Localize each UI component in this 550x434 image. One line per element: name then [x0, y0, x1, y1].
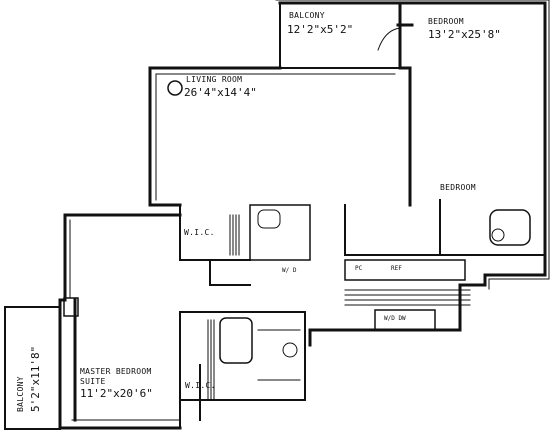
bedroom-right-name: BEDROOM [440, 183, 476, 192]
living-room-wall-inner [155, 73, 396, 201]
master-bath [179, 311, 306, 401]
master-bath-shelf [207, 319, 301, 401]
ref-label: REF [391, 265, 402, 272]
living-room-wall [148, 66, 282, 207]
exterior-wall-top [278, 1, 547, 347]
wic-lower-walls [179, 364, 226, 429]
balcony-left-name: BALCONY [16, 376, 25, 412]
bedroom-door [377, 27, 401, 51]
wd-lower-label: W/D DW [384, 315, 406, 322]
bedroom-name: BEDROOM [428, 17, 464, 26]
pc-label: PC [355, 265, 363, 272]
master-tub [219, 317, 253, 364]
vanity-upper [257, 209, 281, 229]
wd-upper-label: W/ D [282, 267, 297, 274]
master-dims: 11'2"x20'6" [80, 387, 153, 400]
kitchen-counter [344, 259, 466, 281]
master-name-line1: MASTER BEDROOM [80, 367, 152, 376]
living-room-dims: 26'4"x14'4" [184, 86, 257, 99]
master-toilet [282, 342, 298, 358]
wic-upper-shelving [229, 214, 240, 256]
bathroom-upper [249, 204, 311, 261]
bedroom-wall [396, 1, 414, 207]
column-icon [167, 80, 183, 96]
balcony-top-name: BALCONY [289, 11, 325, 20]
balcony-top-rail [279, 2, 401, 69]
bedroom-right-wall [344, 199, 546, 256]
wic-upper-walls [179, 204, 251, 286]
tub-upper-right [489, 209, 531, 246]
living-room-name: LIVING ROOM [186, 75, 243, 84]
kitchen-lines [344, 289, 471, 306]
balcony-left [4, 306, 61, 430]
bedroom-dims: 13'2"x25'8" [428, 28, 501, 41]
balcony-top-dims: 12'2"x5'2" [287, 23, 354, 36]
wic-upper-name: W.I.C. [184, 228, 215, 237]
exterior-wall-top-outer [275, 0, 550, 290]
master-pillar [63, 297, 79, 317]
master-name-line2: SUITE [80, 377, 106, 386]
balcony-left-dims: 5'2"x11'8" [29, 345, 42, 412]
laundry-lower [374, 309, 436, 331]
master-wall [58, 213, 182, 430]
master-wall-inner [69, 219, 181, 421]
toilet-upper [491, 228, 505, 242]
wic-lower-name: W.I.C. [185, 381, 216, 390]
